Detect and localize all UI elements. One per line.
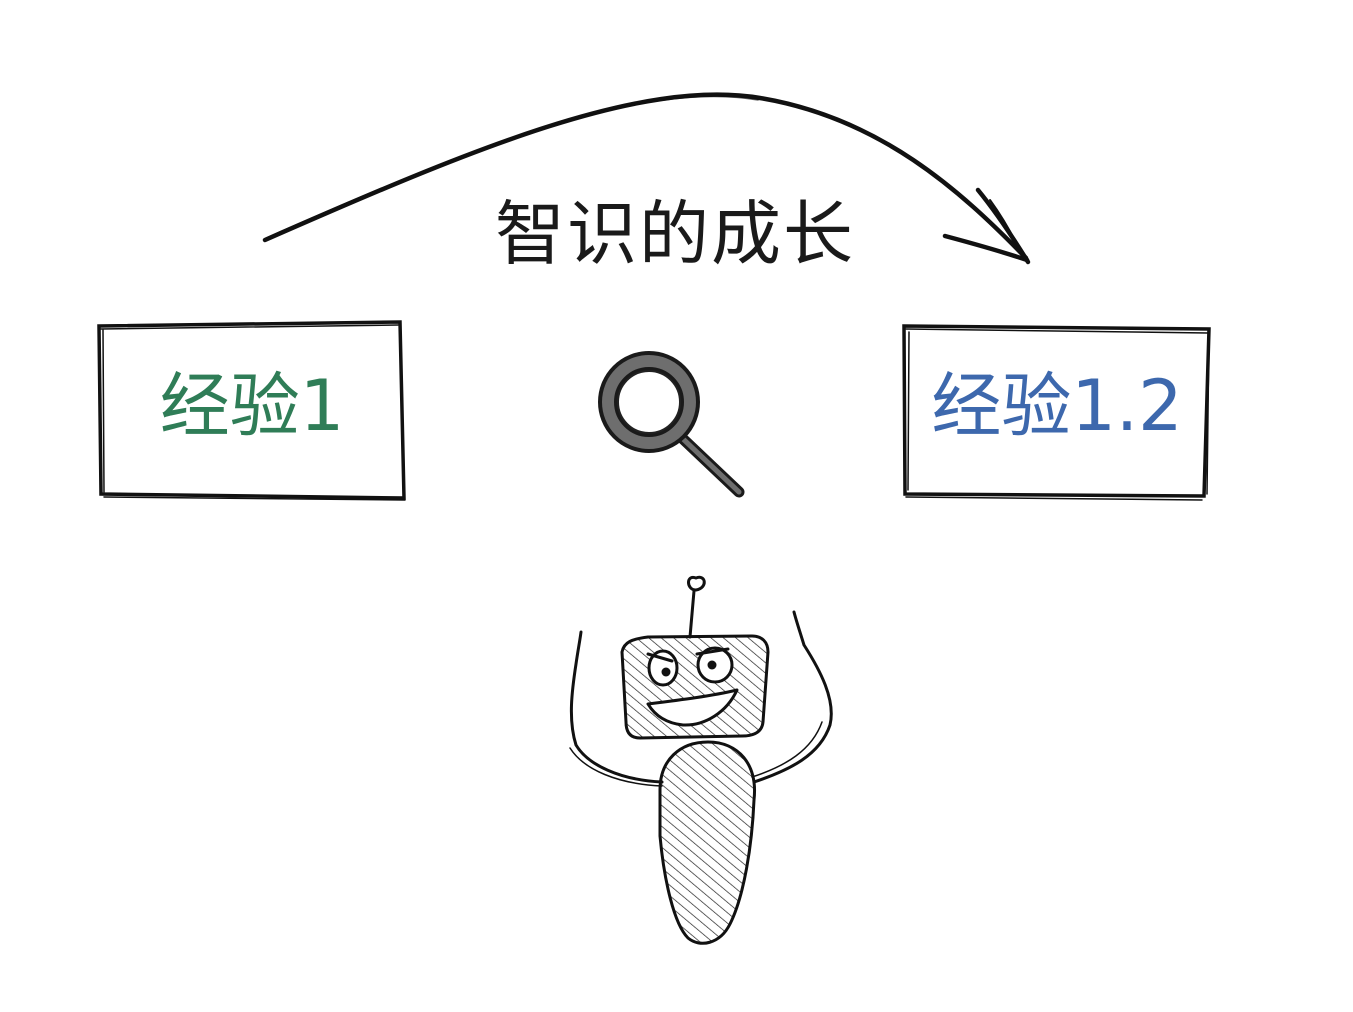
growth-arrow [262,92,1031,265]
target-node-box [902,324,1211,501]
diagram-caption: 智识的成长 [495,193,855,275]
robot-icon [569,575,833,945]
target-node-label: 经验1.2 [931,365,1183,447]
source-node-label: 经验1 [159,365,345,447]
magnifier-icon [598,351,745,498]
source-node-box [97,320,406,501]
